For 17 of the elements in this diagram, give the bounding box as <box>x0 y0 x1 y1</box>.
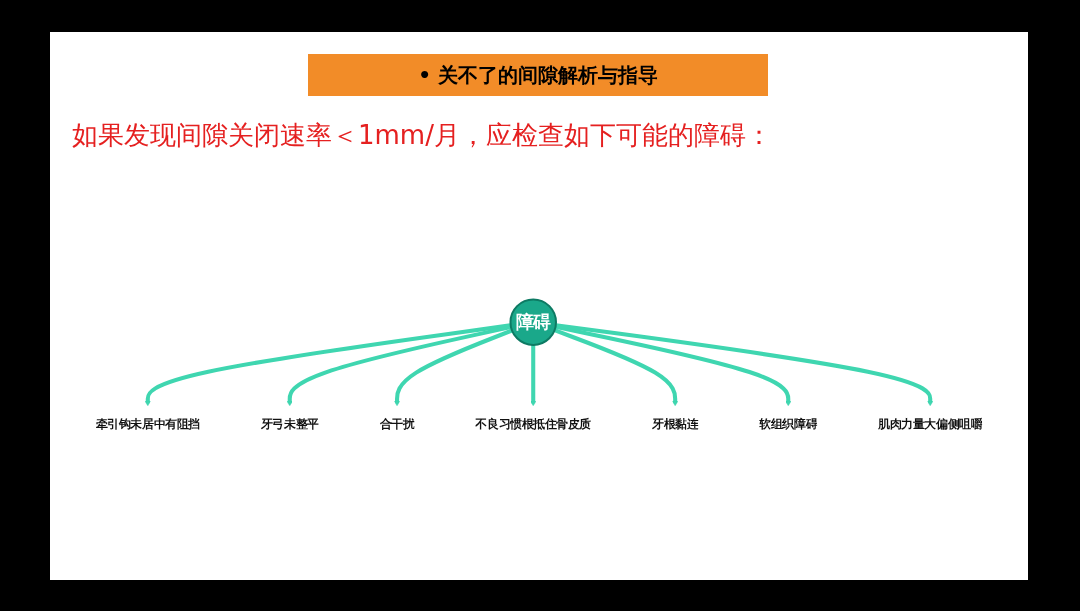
node-text: 不良习惯根抵住骨皮质 <box>475 418 591 432</box>
node-text: 软组织障碍 <box>759 418 818 432</box>
arrow <box>553 328 679 407</box>
node-text: 合干扰 <box>379 418 415 432</box>
title-banner: • 关不了的间隙解析与指导 <box>308 54 768 96</box>
arrow <box>555 323 934 407</box>
node-text: 牙根黏连 <box>652 418 699 432</box>
arrow <box>144 323 511 407</box>
heading-text: 如果发现间隙关闭速率＜1mm/月，应检查如下可能的障碍： <box>72 119 773 152</box>
node-text: 肌肉力量大偏侧咀嚼 <box>878 418 983 432</box>
node-text: 牵引钩未居中有阻挡 <box>95 418 200 432</box>
arrow <box>530 345 537 407</box>
arrow <box>394 329 513 407</box>
node-text: 牙弓未整平 <box>260 418 319 432</box>
node-circle: 障碍 <box>509 298 557 347</box>
arrow <box>286 325 512 407</box>
arrow <box>555 325 792 407</box>
